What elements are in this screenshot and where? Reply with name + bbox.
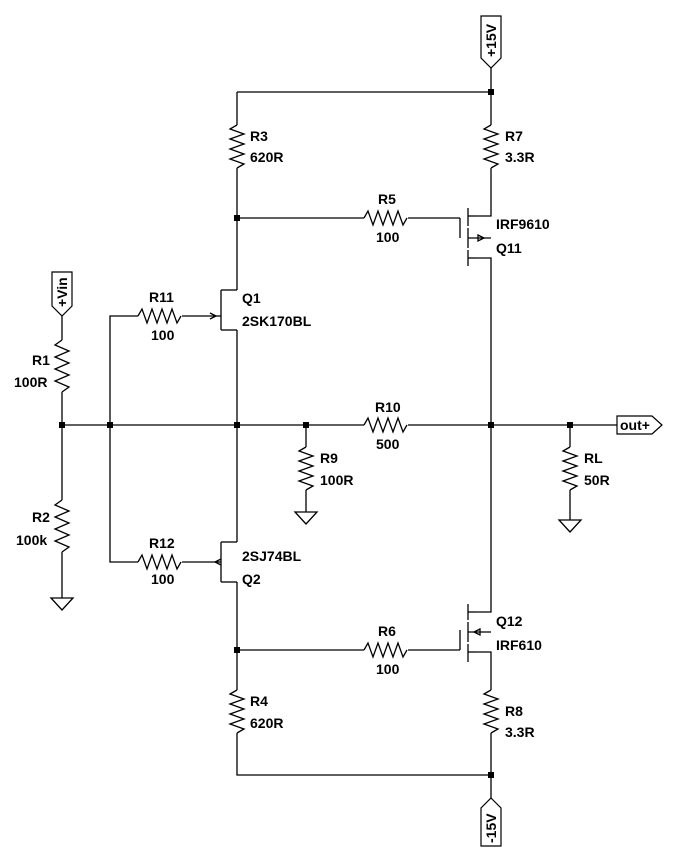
Q11-label: Q11 [496,240,522,256]
resistor-R9[interactable]: R9 100R [297,446,353,491]
resistor-R5[interactable]: R5 100 [363,191,408,245]
vin-label: +Vin [54,277,70,307]
R5-label: R5 [378,191,396,207]
R10-label: R10 [375,399,401,415]
R7-value: 3.3R [505,149,535,165]
R12-value: 100 [151,571,175,587]
resistor-RL[interactable]: RL 50R [561,446,610,491]
wires [61,68,617,798]
resistor-R8[interactable]: R8 3.3R [482,689,535,740]
vcc-label: +15V [483,23,499,57]
ground-icon [49,597,75,611]
R11-value: 100 [151,327,175,343]
R7-label: R7 [505,128,523,144]
junctions [59,89,573,778]
mosfet-Q11[interactable]: IRF9610 Q11 [459,208,550,266]
R2-value: 100k [16,532,47,548]
Q1-part: 2SK170BL [242,313,312,329]
resistor-R4[interactable]: R4 620R [228,689,283,734]
vee-label: -15V [483,813,499,843]
resistor-R7[interactable]: R7 3.3R [482,124,535,169]
resistor-R12[interactable]: R12 100 [137,535,182,587]
R5-value: 100 [376,229,400,245]
RL-label: RL [584,450,603,466]
R8-value: 3.3R [505,724,535,740]
out-label: out+ [620,417,650,433]
R6-label: R6 [378,623,396,639]
R4-label: R4 [250,693,268,709]
port-vin: +Vin [51,271,73,317]
port-vee: -15V [480,797,502,847]
RL-value: 50R [584,472,610,488]
R12-label: R12 [149,535,175,551]
Q12-label: Q12 [496,613,523,629]
ground-icon [557,519,583,533]
mosfet-Q12[interactable]: Q12 IRF610 [459,604,542,662]
port-vcc: +15V [480,15,502,69]
Q12-part: IRF610 [496,637,542,653]
Q2-label: Q2 [242,571,261,587]
resistor-R1[interactable]: R1 100R [14,339,71,393]
resistor-R11[interactable]: R11 100 [137,289,182,343]
R3-label: R3 [250,128,268,144]
resistor-R6[interactable]: R6 100 [363,623,408,677]
resistor-R10[interactable]: R10 500 [363,399,408,452]
R2-label: R2 [32,509,50,525]
R4-value: 620R [250,715,283,731]
R1-value: 100R [14,374,47,390]
Q1-label: Q1 [242,290,261,306]
R10-value: 500 [376,436,400,452]
jfet-Q2[interactable]: 2SJ74BL Q2 [213,541,302,587]
resistor-R2[interactable]: R2 100k [16,499,71,553]
R3-value: 620R [250,149,283,165]
jfet-Q1[interactable]: Q1 2SK170BL [209,289,312,331]
R6-value: 100 [376,661,400,677]
resistor-R3[interactable]: R3 620R [228,124,283,169]
R8-label: R8 [505,703,523,719]
R9-value: 100R [320,472,353,488]
R9-label: R9 [320,450,338,466]
port-out: out+ [616,415,663,435]
R11-label: R11 [149,289,174,305]
Q2-part: 2SJ74BL [242,548,302,564]
Q11-part: IRF9610 [496,216,550,232]
R1-label: R1 [32,352,50,368]
ground-icon [293,511,319,525]
